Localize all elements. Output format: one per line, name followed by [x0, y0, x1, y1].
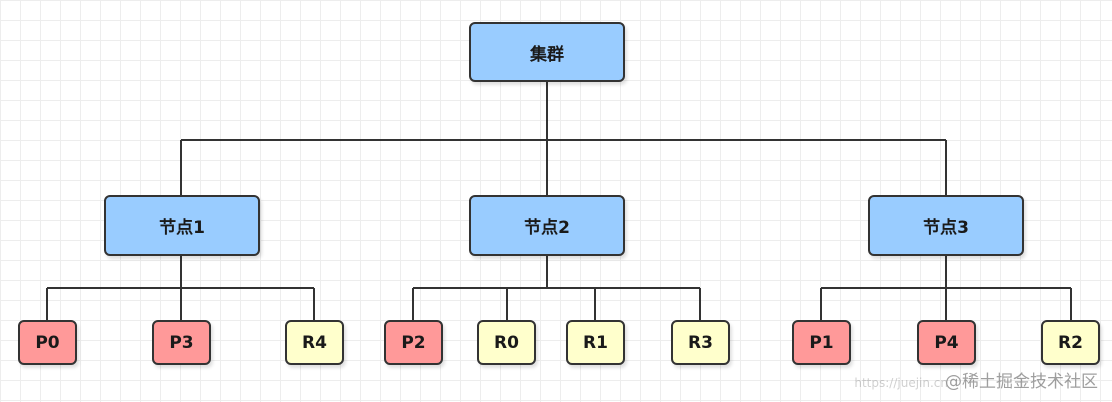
node-label-3: 节点3	[923, 218, 969, 238]
shard-label: R4	[302, 332, 327, 353]
cluster-root-box: 集群	[469, 22, 625, 82]
shard-box-primary: P2	[384, 320, 443, 365]
watermark: https://juejin.cn @稀土掘金技术社区	[854, 367, 1098, 392]
watermark-text: @稀土掘金技术社区	[945, 372, 1098, 392]
watermark-faint-url: https://juejin.cn	[854, 376, 948, 390]
shard-label: R0	[494, 332, 519, 353]
shard-label: P4	[934, 332, 959, 353]
node-box-3: 节点3	[868, 195, 1024, 256]
shard-box-replica: R1	[566, 320, 625, 365]
shard-box-primary: P3	[152, 320, 211, 365]
shard-label: R3	[688, 332, 713, 353]
node-box-2: 节点2	[469, 195, 625, 256]
shard-box-primary: P0	[18, 320, 77, 365]
shard-label: P3	[169, 332, 194, 353]
shard-box-primary: P4	[917, 320, 976, 365]
shard-box-replica: R0	[477, 320, 536, 365]
shard-label: P1	[809, 332, 834, 353]
node-label-2: 节点2	[524, 218, 570, 238]
node-label-1: 节点1	[159, 218, 205, 238]
shard-box-replica: R2	[1041, 320, 1100, 365]
cluster-root-label: 集群	[530, 44, 564, 65]
node-box-1: 节点1	[104, 195, 260, 256]
shard-label: P2	[401, 332, 426, 353]
shard-label: P0	[35, 332, 60, 353]
shard-box-replica: R3	[671, 320, 730, 365]
shard-box-replica: R4	[285, 320, 344, 365]
shard-label: R1	[583, 332, 608, 353]
shard-box-primary: P1	[792, 320, 851, 365]
shard-label: R2	[1058, 332, 1083, 353]
